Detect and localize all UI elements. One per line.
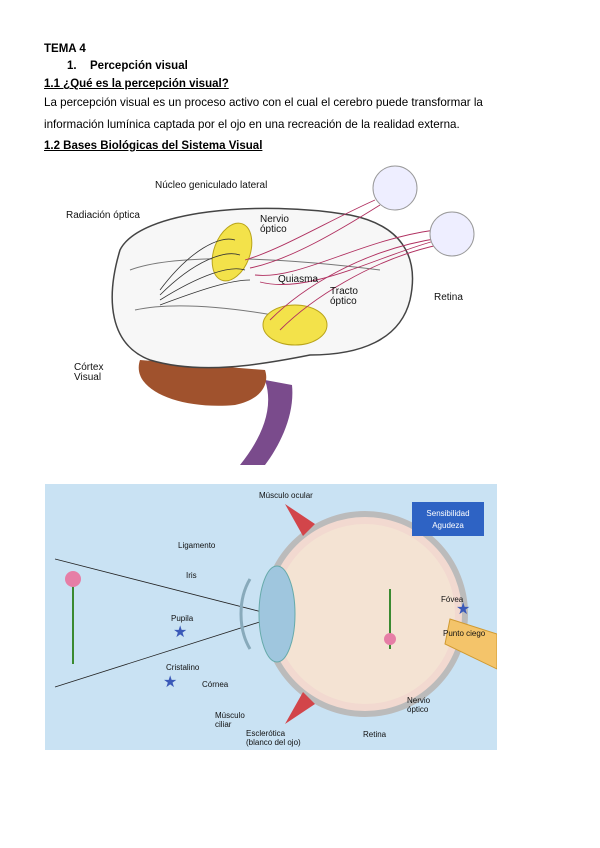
label-nervio-1: Nervio — [407, 696, 431, 705]
label-esclerotica-2: (blanco del ojo) — [246, 738, 301, 747]
label-cortex-2: Visual — [74, 372, 101, 383]
cornea — [239, 578, 252, 650]
heading-1-1: 1.1 ¿Qué es la percepción visual? — [44, 78, 229, 90]
label-ligamento: Ligamento — [178, 541, 216, 550]
label-iris: Iris — [186, 571, 197, 580]
lgn-ellipse — [211, 222, 253, 282]
star-icon-cornea: ★ — [163, 674, 177, 691]
label-musculo-ciliar-1: Músculo — [215, 711, 245, 720]
visual-pathway-illustration: Núcleo geniculado lateral Radiación ópti… — [66, 165, 475, 465]
label-cornea: Córnea — [202, 680, 229, 689]
label-pupila: Pupila — [171, 614, 194, 623]
eye-inner — [275, 524, 455, 704]
label-musculo-ciliar-2: ciliar — [215, 720, 232, 729]
label-nervio-2: óptico — [260, 224, 287, 235]
label-nucleo: Núcleo geniculado lateral — [155, 180, 267, 191]
info-box-line-2: Agudeza — [432, 521, 464, 530]
tema-heading: TEMA 4 — [44, 43, 86, 55]
optic-radiation — [159, 238, 251, 306]
optic-nerve — [444, 618, 497, 670]
label-esclerotica-1: Esclerótica — [246, 729, 286, 738]
retina-image-flower-icon — [384, 589, 396, 649]
label-punto-ciego: Punto ciego — [443, 629, 486, 638]
heading-1-2: 1.2 Bases Biológicas del Sistema Visual — [44, 140, 263, 152]
lens — [258, 565, 296, 663]
label-quiasma: Quiasma — [278, 274, 318, 285]
brain-hemispheres — [111, 207, 414, 369]
label-cortex-1: Córtex — [74, 362, 103, 373]
info-box — [412, 502, 484, 536]
eye-ball-right — [429, 211, 475, 257]
brainstem — [240, 380, 293, 465]
star-icon-pupila: ★ — [173, 624, 187, 641]
chiasm-ellipse — [262, 304, 328, 346]
label-retina: Retina — [363, 730, 387, 739]
label-radiacion: Radiación óptica — [66, 210, 140, 221]
label-tracto-1: Tracto — [330, 286, 358, 297]
section-number: 1. — [67, 60, 77, 72]
flower-object-icon — [65, 571, 81, 664]
eye-ball-top — [372, 165, 418, 211]
label-retina: Retina — [434, 292, 463, 303]
section-title: Percepción visual — [90, 60, 188, 72]
label-tracto-2: óptico — [330, 296, 357, 307]
star-icon-fovea: ★ — [456, 601, 470, 618]
label-musculo-ocular: Músculo ocular — [259, 491, 313, 500]
paragraph-line-1: La percepción visual es un proceso activ… — [44, 96, 483, 109]
paragraph: La percepción visual es un proceso activ… — [44, 92, 564, 136]
label-nervio-2: óptico — [407, 705, 429, 714]
label-nervio-1: Nervio — [260, 214, 289, 225]
eye-anatomy-illustration: ★ ★ ★ Sensibilidad Agudeza Músculo ocula… — [45, 484, 497, 750]
info-box-line-1: Sensibilidad — [426, 509, 469, 518]
optic-tract — [244, 199, 441, 331]
paragraph-line-2: información lumínica captada por el ojo … — [44, 118, 460, 131]
cerebellum — [138, 360, 267, 406]
eye-muscle-bottom — [285, 692, 315, 724]
eye-muscle-top — [285, 504, 315, 536]
label-fovea: Fóvea — [441, 595, 464, 604]
label-cristalino: Cristalino — [166, 663, 200, 672]
